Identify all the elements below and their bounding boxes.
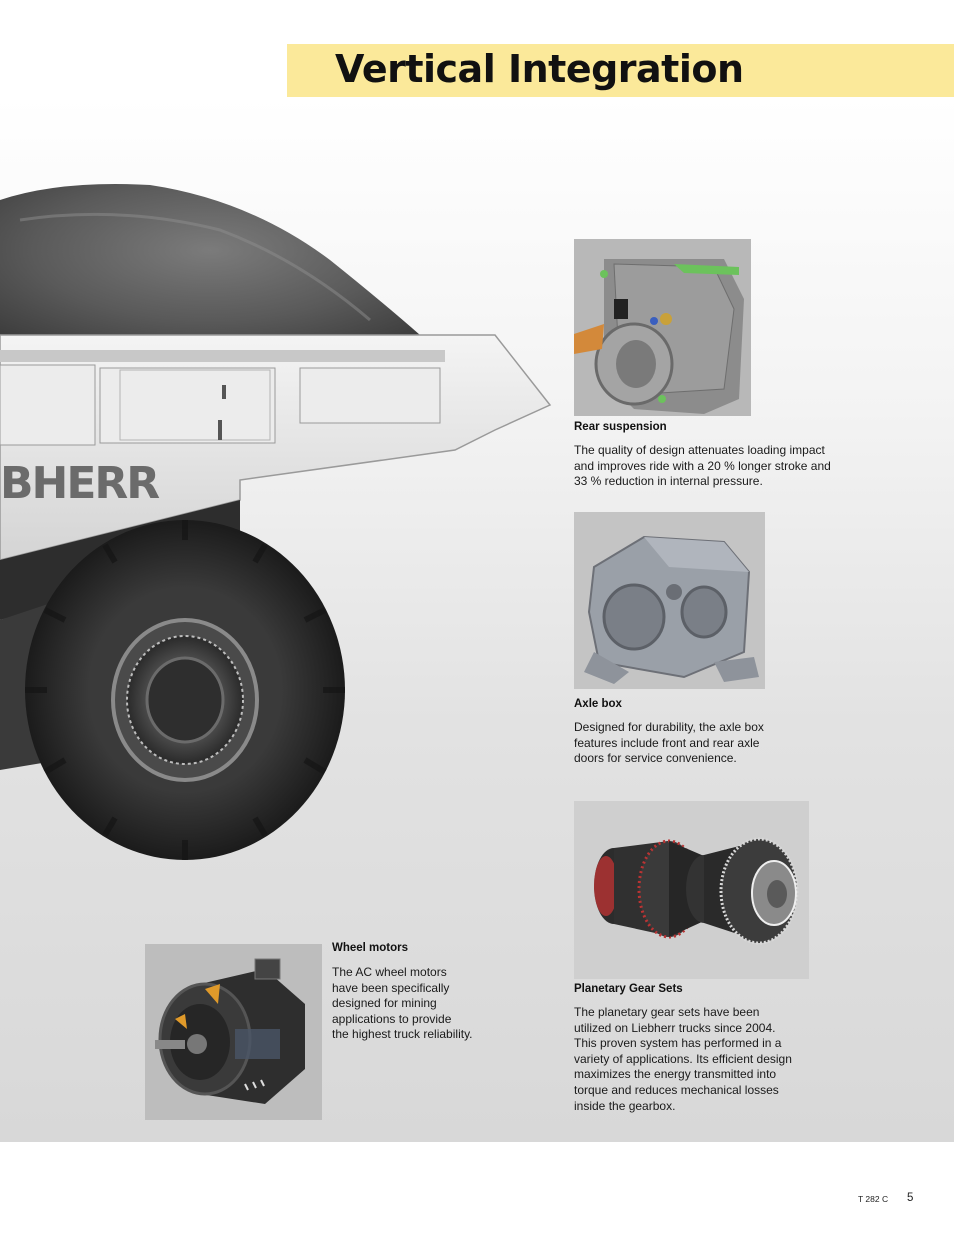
wheel-motors-text: The AC wheel motors have been specifical…: [332, 965, 502, 1043]
wheel-motor-image: [145, 944, 322, 1120]
text-line: doors for service convenience.: [574, 751, 737, 766]
text-line: The AC wheel motors: [332, 965, 447, 979]
text-line: 33 % reduction in internal pressure.: [574, 474, 763, 489]
text-line: have been specifically: [332, 980, 450, 995]
text-line: maximizes the energy transmitted into: [574, 1067, 777, 1082]
rear-suspension-text: The quality of design attenuates loading…: [574, 443, 864, 490]
axle-box-image: [574, 512, 765, 689]
text-line: utilized on Liebherr trucks since 2004.: [574, 1020, 776, 1035]
document-code: T 282 C: [858, 1194, 889, 1204]
text-line: and improves ride with a 20 % longer str…: [574, 458, 831, 473]
text-line: Designed for durability, the axle box: [574, 720, 764, 734]
planetary-gear-text: The planetary gear sets have been utiliz…: [574, 1005, 824, 1114]
text-line: This proven system has performed in a: [574, 1036, 782, 1051]
planetary-gear-image: [574, 801, 809, 979]
axle-box-text: Designed for durability, the axle box fe…: [574, 720, 794, 767]
text-line: features include front and rear axle: [574, 735, 760, 750]
brand-lettering: BHERR: [0, 458, 159, 509]
planetary-gear-title: Planetary Gear Sets: [574, 983, 683, 995]
page-title: Vertical Integration: [335, 47, 744, 91]
text-line: The planetary gear sets have been: [574, 1005, 760, 1019]
rear-suspension-title: Rear suspension: [574, 421, 667, 433]
text-line: applications to provide: [332, 1011, 452, 1026]
text-line: the highest truck reliability.: [332, 1027, 473, 1042]
axle-box-title: Axle box: [574, 698, 622, 710]
title-banner: Vertical Integration: [287, 44, 954, 97]
text-line: The quality of design attenuates loading…: [574, 443, 825, 457]
text-line: designed for mining: [332, 996, 437, 1011]
text-line: inside the gearbox.: [574, 1098, 676, 1113]
wheel-motors-title: Wheel motors: [332, 942, 409, 954]
page-number: 5: [907, 1192, 914, 1204]
text-line: torque and reduces mechanical losses: [574, 1082, 779, 1097]
haul-truck-photo: BHERR: [0, 160, 560, 880]
text-line: variety of applications. Its efficient d…: [574, 1051, 792, 1066]
rear-suspension-image: [574, 239, 751, 416]
